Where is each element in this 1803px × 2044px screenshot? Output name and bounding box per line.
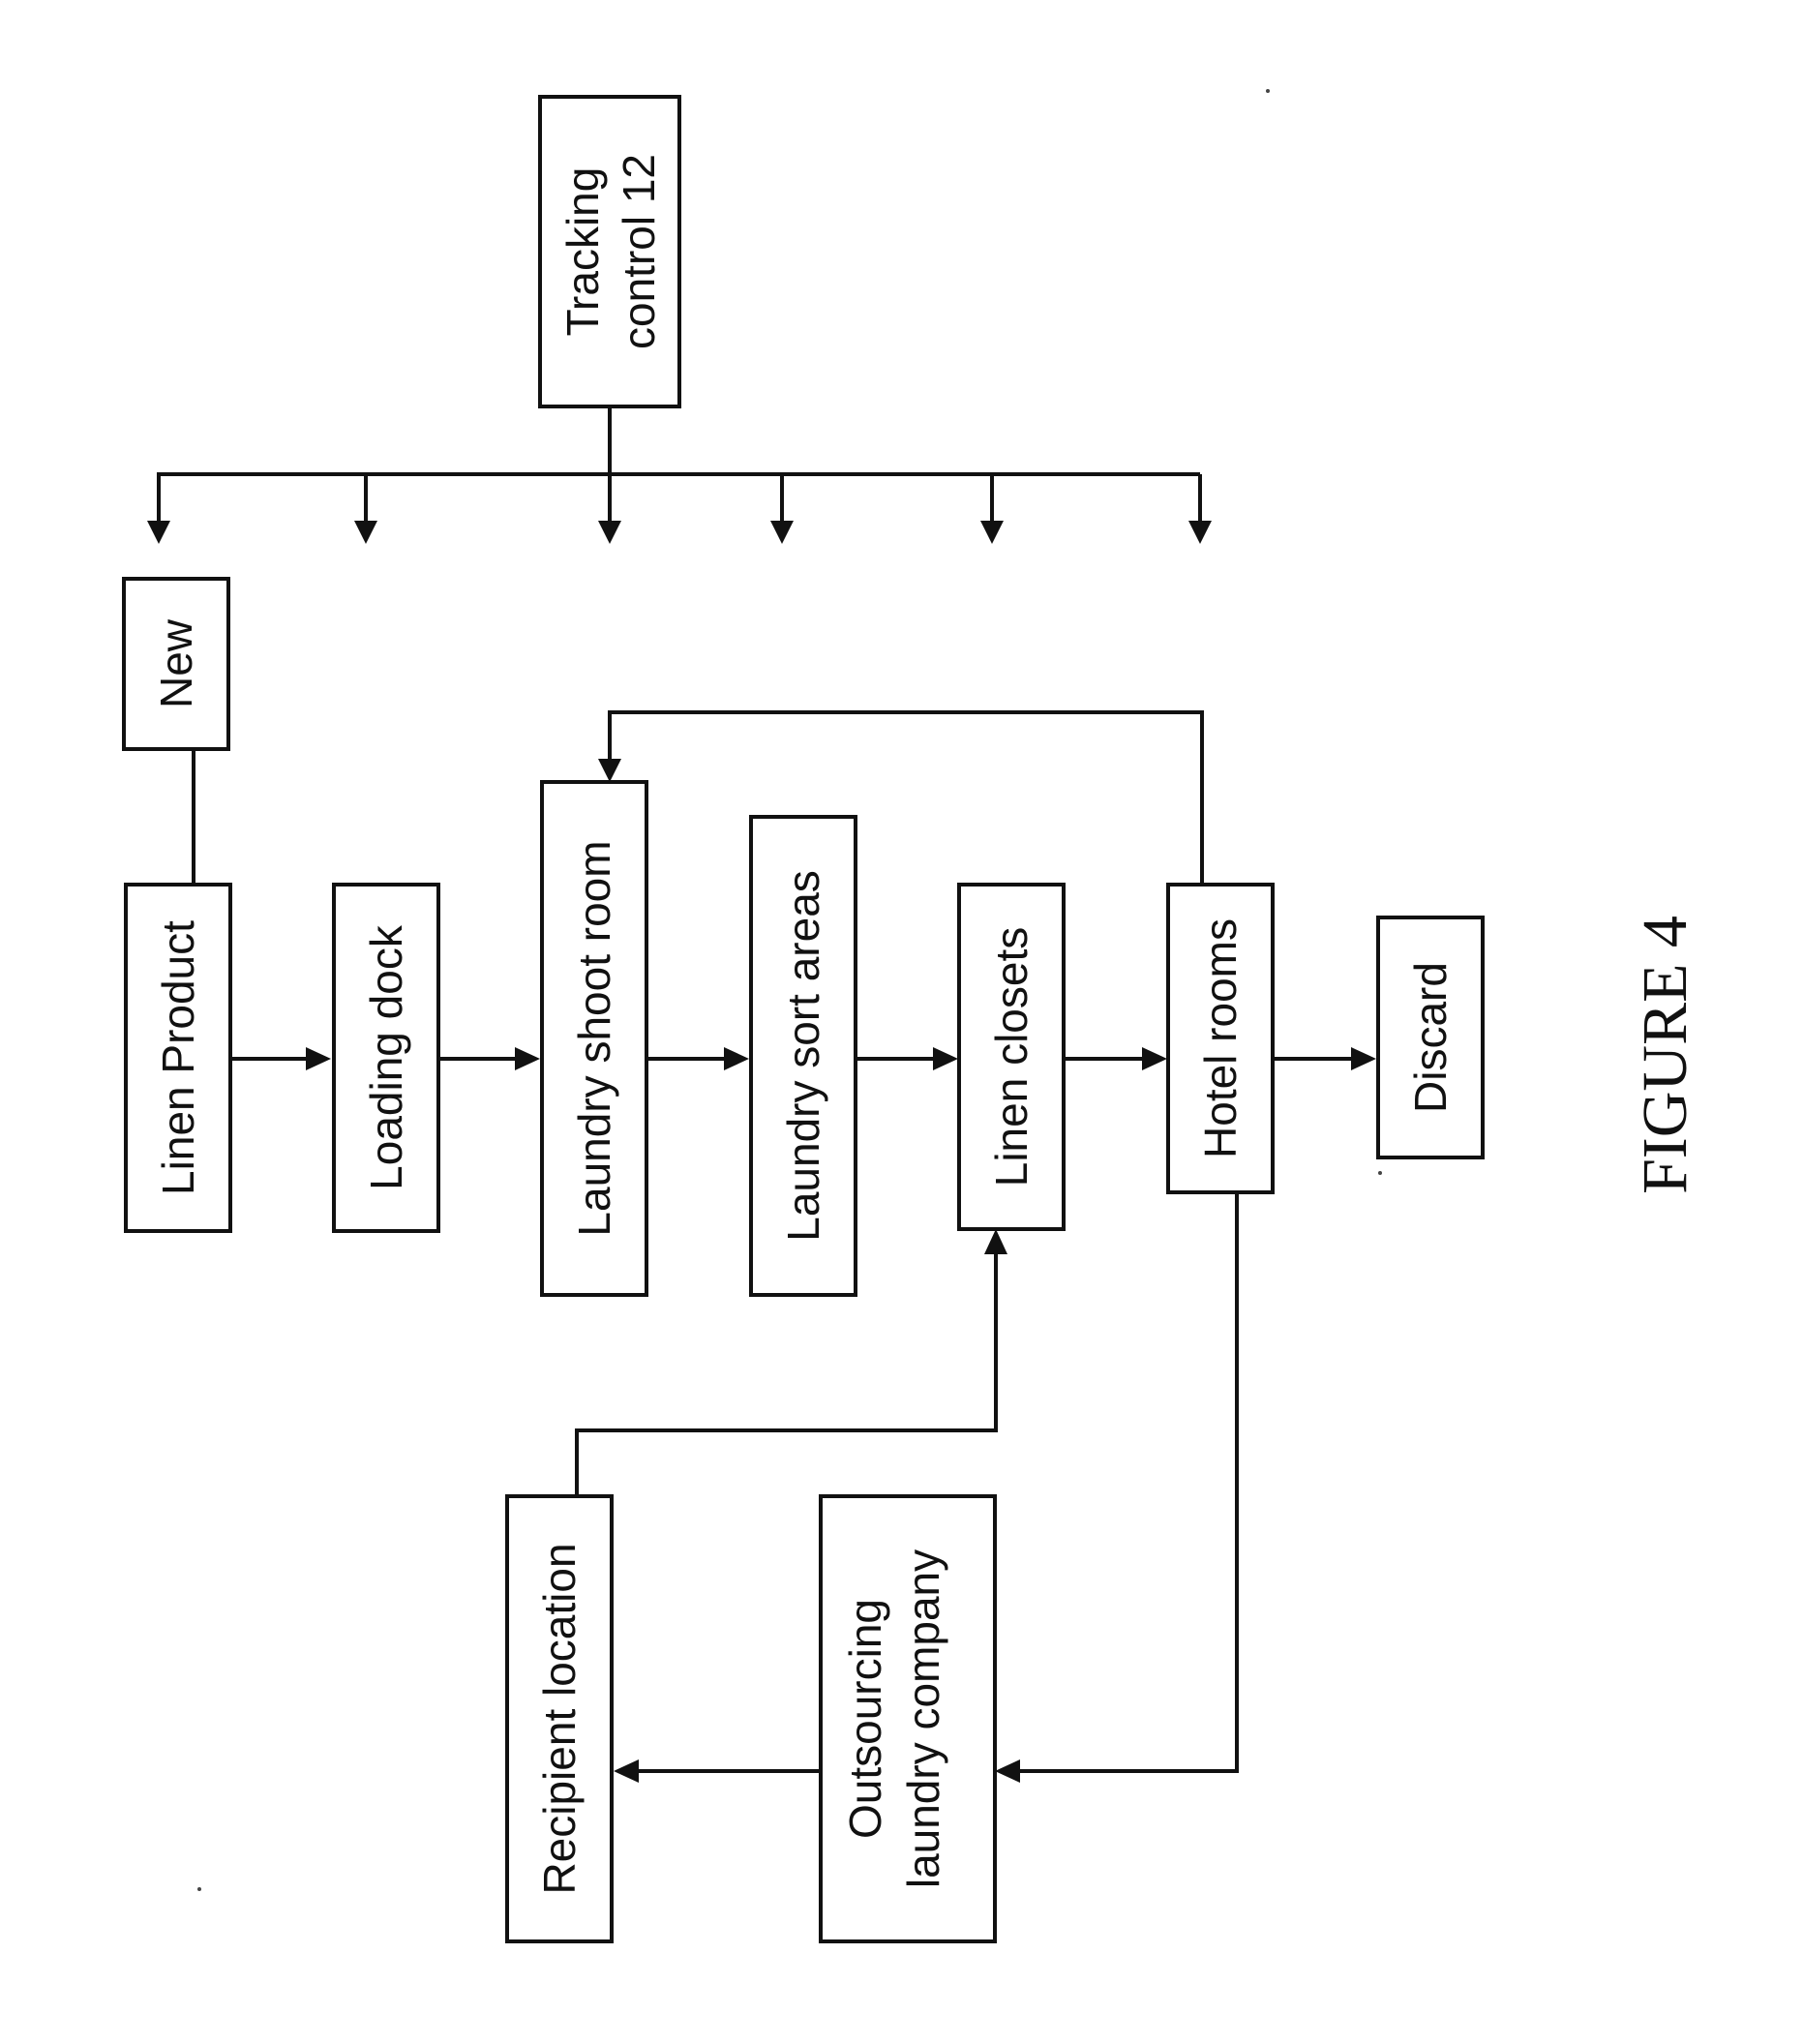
outsourcing-label-line1: Outsourcing (840, 1599, 890, 1839)
scan-speck-3 (197, 1887, 201, 1891)
figure-label: FIGURE 4 (1630, 916, 1700, 1194)
arrowhead-down-1 (147, 521, 170, 544)
linen-closets-label: Linen closets (986, 927, 1037, 1187)
arrowhead-down-4 (770, 521, 794, 544)
laundry-shoot-room-box: Laundry shoot room (542, 782, 646, 1295)
recipient-location-label: Recipient location (534, 1543, 585, 1894)
hotel-rooms-box: Hotel rooms (1168, 885, 1273, 1192)
arrowhead-right-2 (515, 1047, 540, 1070)
arrowhead-right-3 (724, 1047, 749, 1070)
laundry-sort-areas-box: Laundry sort areas (751, 817, 856, 1295)
linen-closets-box: Linen closets (959, 885, 1064, 1229)
arrowhead-loop-down (598, 759, 621, 782)
scan-speck-1 (1266, 89, 1270, 93)
arrowhead-right-4 (933, 1047, 958, 1070)
arrowhead-into-recipient (614, 1759, 639, 1783)
new-box: New (124, 579, 228, 749)
linen-product-box: Linen Product (126, 885, 230, 1231)
tracking-control-box: Tracking control 12 (540, 97, 679, 406)
discard-label: Discard (1405, 962, 1456, 1113)
loading-dock-label: Loading dock (361, 924, 411, 1190)
tracking-control-label-line2: control 12 (614, 154, 664, 349)
loading-dock-box: Loading dock (334, 885, 438, 1231)
scan-speck-2 (1378, 1171, 1382, 1175)
outsourcing-laundry-company-box: Outsourcing laundry company (821, 1496, 995, 1941)
discard-box: Discard (1378, 917, 1483, 1157)
outsourcing-label-line2: laundry company (898, 1549, 948, 1888)
hotel-rooms-return-loop (610, 712, 1202, 885)
recipient-location-box: Recipient location (507, 1496, 612, 1941)
arrowhead-down-2 (354, 521, 377, 544)
hotel-rooms-label: Hotel rooms (1195, 918, 1246, 1158)
arrowhead-down-6 (1188, 521, 1212, 544)
arrowhead-into-outsourcing (995, 1759, 1020, 1783)
new-label: New (151, 618, 201, 708)
laundry-shoot-room-label: Laundry shoot room (569, 840, 619, 1236)
tracking-control-label-line1: Tracking (557, 167, 608, 337)
hotel-rooms-to-outsourcing (1008, 1192, 1237, 1771)
arrowhead-down-3 (598, 521, 621, 544)
arrowhead-right-1 (306, 1047, 331, 1070)
arrowhead-right-6 (1351, 1047, 1376, 1070)
arrowhead-right-5 (1142, 1047, 1167, 1070)
laundry-sort-areas-label: Laundry sort areas (778, 870, 828, 1242)
linen-product-label: Linen Product (153, 920, 203, 1195)
arrowhead-into-linen-closets (984, 1229, 1007, 1254)
arrowhead-down-5 (980, 521, 1004, 544)
